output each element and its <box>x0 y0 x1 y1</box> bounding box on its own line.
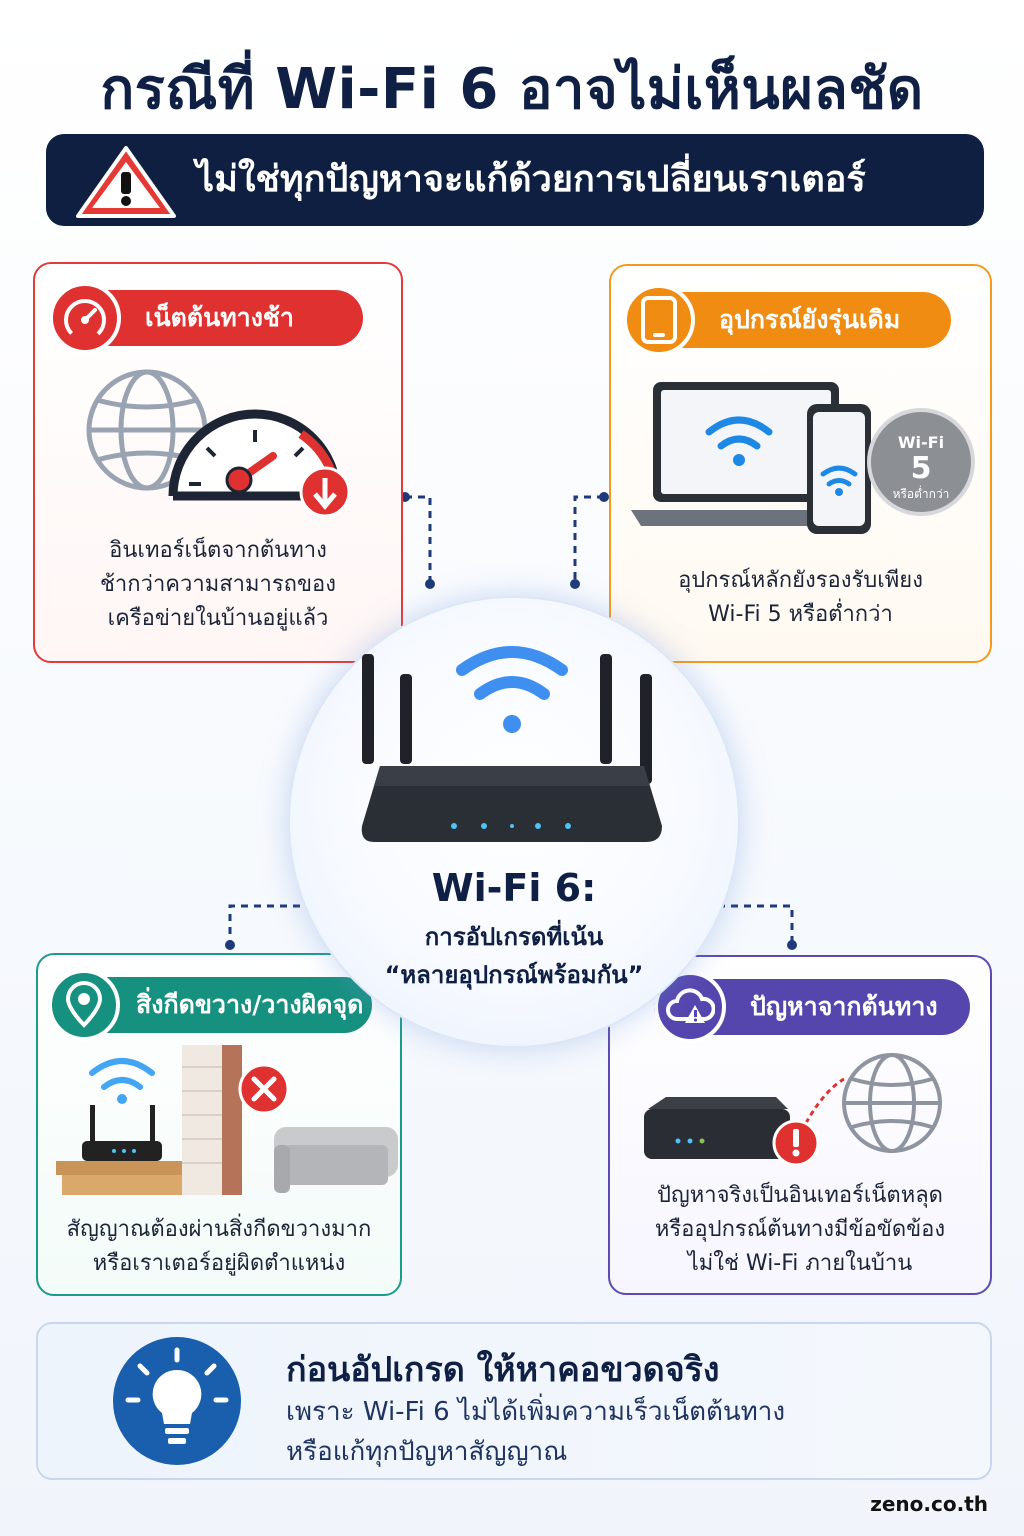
modem-icon <box>644 1097 790 1159</box>
alert-icon <box>772 1119 820 1167</box>
gauge-icon <box>168 409 342 501</box>
router-icon <box>361 654 662 842</box>
card-description: ปัญหาจริงเป็นอินเทอร์เน็ตหลุด หรืออุปกรณ… <box>654 1183 946 1276</box>
card-old-devices: อุปกรณ์ยังรุ่นเดิม Wi-Fi 5 หรือต่ำกว่า อ… <box>609 264 992 663</box>
brick-wall-icon <box>182 1045 242 1195</box>
warning-icon <box>76 146 176 218</box>
wifi-icon <box>456 646 568 700</box>
card-label-pill: สิ่งกีดขวาง/วางผิดจุด <box>48 969 372 1041</box>
card-label-pill: ปัญหาจากต้นทาง <box>654 971 970 1043</box>
center-router-illustration <box>361 646 662 842</box>
card-label-pill: อุปกรณ์ยังรุ่นเดิม <box>623 284 951 356</box>
card-description: อุปกรณ์หลักยังรองรับเพียง Wi-Fi 5 หรือต่… <box>678 568 923 627</box>
card-description: อินเทอร์เน็ตจากต้นทาง ช้ากว่าความสามารถข… <box>99 538 336 631</box>
card-label: เน็ตต้นทางช้า <box>145 303 294 332</box>
badge-line-2: 5 <box>911 451 932 486</box>
card-description: สัญญาณต้องผ่านสิ่งกีดขวางมาก หรือเราเตอร… <box>66 1217 372 1276</box>
speedometer-icon <box>49 282 121 354</box>
center-title: Wi-Fi 6: <box>431 866 597 910</box>
globe-icon <box>842 1053 942 1153</box>
lightbulb-icon <box>113 1337 241 1465</box>
card-obstacles: สิ่งกีดขวาง/วางผิดจุด <box>36 953 402 1296</box>
card-isp-problem: ปัญหาจากต้นทาง ปัญหาจริงเป็นอินเทอร์เน็ต… <box>608 955 992 1295</box>
card-label-pill: เน็ตต้นทางช้า <box>49 282 363 354</box>
card-slow-isp: เน็ตต้นทางช้า อินเทอร์เน็ตจากต้นทาง <box>33 262 403 663</box>
badge-line-1: Wi-Fi <box>898 433 944 452</box>
table-icon <box>56 1161 192 1195</box>
warning-banner: ไม่ใช่ทุกปัญหาจะแก้ด้วยการเปลี่ยนเราเตอร… <box>46 134 984 226</box>
wifi5-badge-icon <box>867 408 975 516</box>
sofa-icon <box>274 1127 398 1193</box>
center-subtitle: การอัปเกรดที่เน้น “หลายอุปกรณ์พร้อมกัน” <box>384 923 644 989</box>
card-label: สิ่งกีดขวาง/วางผิดจุด <box>136 990 364 1019</box>
slow-speed-illustration <box>86 369 351 518</box>
site-credit: zeno.co.th <box>870 1492 988 1516</box>
bottom-subtitle: เพราะ Wi-Fi 6 ไม่ได้เพิ่มความเร็วเน็ตต้น… <box>286 1397 786 1467</box>
banner-text: ไม่ใช่ทุกปัญหาจะแก้ด้วยการเปลี่ยนเราเตอร… <box>196 159 866 200</box>
modem-illustration <box>644 1053 942 1167</box>
close-icon <box>238 1063 290 1115</box>
router-icon <box>82 1105 162 1161</box>
devices-illustration: Wi-Fi 5 หรือต่ำกว่า <box>631 382 975 534</box>
card-label: ปัญหาจากต้นทาง <box>750 992 938 1021</box>
wifi-icon <box>89 1058 155 1090</box>
arrow-down-icon <box>299 466 351 518</box>
page-title: กรณีที่ Wi-Fi 6 อาจไม่เห็นผลชัด <box>100 57 924 122</box>
wifi-icon <box>705 416 773 450</box>
bottom-title: ก่อนอัปเกรด ให้หาคอขวดจริง <box>286 1350 720 1390</box>
obstacle-illustration <box>56 1045 398 1195</box>
card-label: อุปกรณ์ยังรุ่นเดิม <box>719 305 901 334</box>
tablet-icon <box>623 284 695 356</box>
location-pin-icon <box>48 969 120 1041</box>
badge-line-3: หรือต่ำกว่า <box>893 485 950 501</box>
